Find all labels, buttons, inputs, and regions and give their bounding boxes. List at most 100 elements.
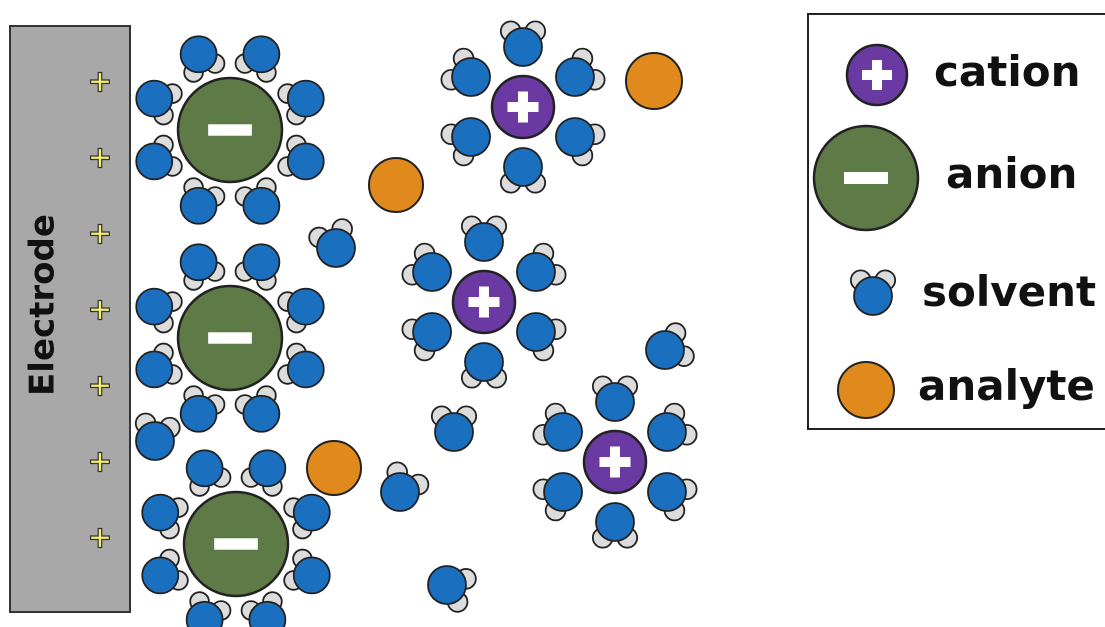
oxygen-atom <box>185 600 224 627</box>
solvation-shell-molecule <box>277 134 325 181</box>
oxygen-atom <box>503 147 543 187</box>
solvation-shell-molecule <box>460 342 508 389</box>
oxygen-atom <box>555 57 595 97</box>
solvation-shell-molecule <box>555 47 606 97</box>
minus-symbol <box>208 332 252 344</box>
solvated-cation <box>401 215 567 389</box>
solvation-shell-molecule <box>234 385 281 433</box>
oxygen-atom <box>434 412 474 452</box>
cation-icon <box>845 43 909 107</box>
oxygen-atom <box>516 312 556 352</box>
oxygen-atom <box>141 493 180 532</box>
oxygen-atom <box>242 243 281 282</box>
free-solvent-molecule <box>427 565 477 613</box>
free-solvent-molecule <box>134 412 181 461</box>
free-solvent-molecule <box>308 218 356 268</box>
electrode-plus-sign: + <box>87 65 112 100</box>
free-solvent-molecule <box>380 461 430 512</box>
oxygen-atom <box>380 472 420 512</box>
oxygen-atom <box>595 382 635 422</box>
oxygen-atom <box>292 493 331 532</box>
oxygen-atom <box>242 186 281 225</box>
oxygen-atom <box>647 472 687 512</box>
legend: cation anion solvent analyte <box>807 13 1105 430</box>
solvation-shell-molecule <box>185 591 232 627</box>
oxygen-atom <box>543 472 583 512</box>
oxygen-atom <box>464 222 504 262</box>
solvation-shell-molecule <box>591 502 639 549</box>
oxygen-atom <box>135 79 174 118</box>
solvated-cation <box>440 20 606 194</box>
oxygen-atom <box>185 449 224 488</box>
solvation-shell-molecule <box>591 375 639 422</box>
analyte-icon <box>837 361 895 419</box>
solvation-shell-molecule <box>647 472 698 522</box>
electrode-plus-sign: + <box>87 293 112 328</box>
solvation-shell-molecule <box>135 342 183 389</box>
solvation-shell-molecule <box>499 147 547 194</box>
legend-label-analyte: analyte <box>918 361 1095 410</box>
oxygen-atom <box>555 117 595 157</box>
analyte-molecule <box>625 52 683 110</box>
solvation-shell-molecule <box>401 242 452 292</box>
electrode-plus-sign: + <box>87 217 112 252</box>
solvated-anion <box>141 449 331 627</box>
oxygen-atom <box>286 142 325 181</box>
analyte-molecule <box>306 440 362 496</box>
oxygen-atom <box>516 252 556 292</box>
solvation-shell-molecule <box>532 472 583 522</box>
solvation-shell-molecule <box>277 79 325 126</box>
plus-symbol <box>479 286 489 318</box>
oxygen-atom <box>286 79 325 118</box>
solvated-cation <box>532 375 698 549</box>
anion-icon <box>812 124 920 232</box>
oxygen-atom <box>179 186 218 225</box>
oxygen-atom <box>179 394 218 433</box>
oxygen-atom <box>141 556 180 595</box>
oxygen-atom <box>412 312 452 352</box>
oxygen-atom <box>248 449 287 488</box>
solvation-shell-molecule <box>240 449 287 497</box>
electrode-plus-sign: + <box>87 521 112 556</box>
oxygen-atom <box>286 350 325 389</box>
plus-symbol <box>518 91 528 123</box>
oxygen-atom <box>286 287 325 326</box>
oxygen-atom <box>853 276 893 316</box>
minus-symbol <box>214 538 258 550</box>
oxygen-atom <box>595 502 635 542</box>
solvation-shell-molecule <box>516 242 567 292</box>
legend-label-anion: anion <box>946 149 1077 198</box>
solvation-shell-molecule <box>234 177 281 225</box>
solvation-shell-molecule <box>516 312 567 362</box>
solvation-shell-molecule <box>460 215 508 262</box>
oxygen-atom <box>645 330 685 370</box>
electrode-plus-sign: + <box>87 369 112 404</box>
solvation-shell-molecule <box>532 402 583 452</box>
legend-icons <box>812 43 920 419</box>
electrode: Electrode +++++++ <box>9 25 131 613</box>
solvation-shell-molecule <box>179 35 226 83</box>
oxygen-atom <box>412 252 452 292</box>
solvation-shell-molecule <box>135 79 183 126</box>
solvation-shell-molecule <box>277 287 325 334</box>
molecules-layer <box>134 20 698 627</box>
oxygen-atom <box>503 27 543 67</box>
solvation-shell-molecule <box>401 312 452 362</box>
solvated-anion <box>135 35 325 225</box>
oxygen-atom <box>316 228 356 268</box>
oxygen-atom <box>135 350 174 389</box>
solvation-shell-molecule <box>135 287 183 334</box>
solvation-shell-molecule <box>283 493 331 540</box>
analyte-molecule <box>368 157 424 213</box>
legend-label-cation: cation <box>934 47 1080 96</box>
solvation-shell-molecule <box>234 35 281 83</box>
oxygen-atom <box>464 342 504 382</box>
electrode-plus-sign: + <box>87 445 112 480</box>
solvation-shell-molecule <box>185 449 232 497</box>
solvation-shell-molecule <box>179 177 226 225</box>
electrode-plate <box>9 25 131 613</box>
solvation-shell-molecule <box>277 342 325 389</box>
oxygen-atom <box>242 35 281 74</box>
solvated-anion <box>135 243 325 433</box>
